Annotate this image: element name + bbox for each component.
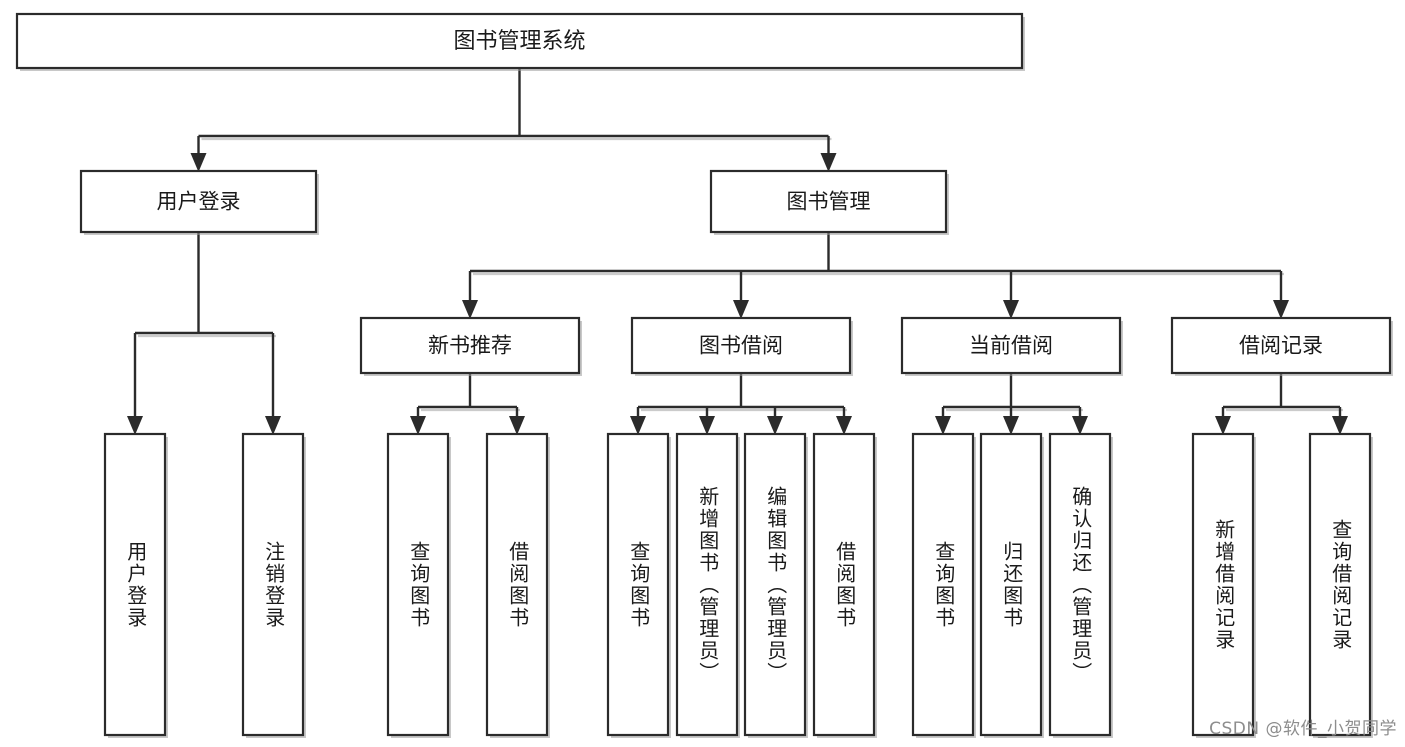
node-leaf-logout[interactable] xyxy=(241,432,306,738)
node-box[interactable] xyxy=(606,432,670,737)
arrow-head-icon xyxy=(1273,300,1289,319)
node-box[interactable] xyxy=(103,432,167,737)
node-book-manage[interactable]: 图书管理 xyxy=(709,169,949,235)
node-box[interactable] xyxy=(675,432,739,737)
arrow-head-icon xyxy=(1003,416,1019,435)
arrow-head-icon xyxy=(410,416,426,435)
node-box[interactable] xyxy=(386,432,450,737)
node-leaf-return-book[interactable] xyxy=(979,432,1044,738)
arrow-head-icon xyxy=(767,416,783,435)
node-borrow-record[interactable]: 借阅记录 xyxy=(1170,316,1393,376)
arrow-head-icon xyxy=(462,300,478,319)
node-box[interactable] xyxy=(241,432,305,737)
arrow-head-icon xyxy=(1215,416,1231,435)
arrow-head-icon xyxy=(1003,300,1019,319)
node-box[interactable] xyxy=(743,432,807,737)
node-label: 当前借阅 xyxy=(969,334,1053,358)
arrow-head-icon xyxy=(820,153,837,172)
node-label: 用户登录 xyxy=(157,190,241,214)
node-current-borrow[interactable]: 当前借阅 xyxy=(900,316,1123,376)
node-box[interactable] xyxy=(911,432,975,737)
arrow-head-icon xyxy=(836,416,852,435)
node-leaf-add-book[interactable] xyxy=(675,432,740,738)
arrow-head-icon xyxy=(1072,416,1088,435)
arrow-head-icon xyxy=(699,416,715,435)
node-box[interactable] xyxy=(979,432,1043,737)
node-leaf-query-book-rec[interactable] xyxy=(386,432,451,738)
node-leaf-query-book-borrow[interactable] xyxy=(606,432,671,738)
node-box[interactable] xyxy=(359,316,581,375)
arrow-head-icon xyxy=(733,300,749,319)
node-new-book-rec[interactable]: 新书推荐 xyxy=(359,316,582,376)
node-book-borrow[interactable]: 图书借阅 xyxy=(630,316,853,376)
node-leaf-edit-book[interactable] xyxy=(743,432,808,738)
node-box[interactable] xyxy=(900,316,1122,375)
node-label: 图书管理 xyxy=(787,190,871,214)
node-box[interactable] xyxy=(1191,432,1255,737)
edges-layer xyxy=(127,68,1348,435)
node-leaf-user-login[interactable] xyxy=(103,432,168,738)
node-user-login[interactable]: 用户登录 xyxy=(79,169,319,235)
node-box[interactable] xyxy=(1308,432,1372,737)
node-label: 借阅记录 xyxy=(1239,334,1323,358)
node-leaf-add-record[interactable] xyxy=(1191,432,1256,738)
node-box[interactable] xyxy=(485,432,549,737)
node-leaf-borrow-book[interactable] xyxy=(812,432,877,738)
node-root[interactable]: 图书管理系统 xyxy=(15,12,1025,71)
node-leaf-confirm-return[interactable] xyxy=(1048,432,1113,738)
node-box[interactable] xyxy=(630,316,852,375)
node-box[interactable] xyxy=(1048,432,1112,737)
node-box[interactable] xyxy=(15,12,1024,70)
node-leaf-borrow-book-rec[interactable] xyxy=(485,432,550,738)
arrow-head-icon xyxy=(265,416,281,435)
node-box[interactable] xyxy=(709,169,948,234)
arrow-head-icon xyxy=(127,416,143,435)
arrow-head-icon xyxy=(190,153,207,172)
node-box[interactable] xyxy=(79,169,318,234)
watermark-text: CSDN @软件_小贺同学 xyxy=(1209,719,1397,739)
node-leaf-query-record[interactable] xyxy=(1308,432,1373,738)
node-leaf-query-book-cur[interactable] xyxy=(911,432,976,738)
arrow-head-icon xyxy=(630,416,646,435)
arrow-head-icon xyxy=(935,416,951,435)
node-label: 图书借阅 xyxy=(699,334,783,358)
node-box[interactable] xyxy=(1170,316,1392,375)
arrow-head-icon xyxy=(1332,416,1348,435)
node-box[interactable] xyxy=(812,432,876,737)
node-label: 新书推荐 xyxy=(428,334,512,358)
node-label: 图书管理系统 xyxy=(453,29,585,54)
arrow-head-icon xyxy=(509,416,525,435)
